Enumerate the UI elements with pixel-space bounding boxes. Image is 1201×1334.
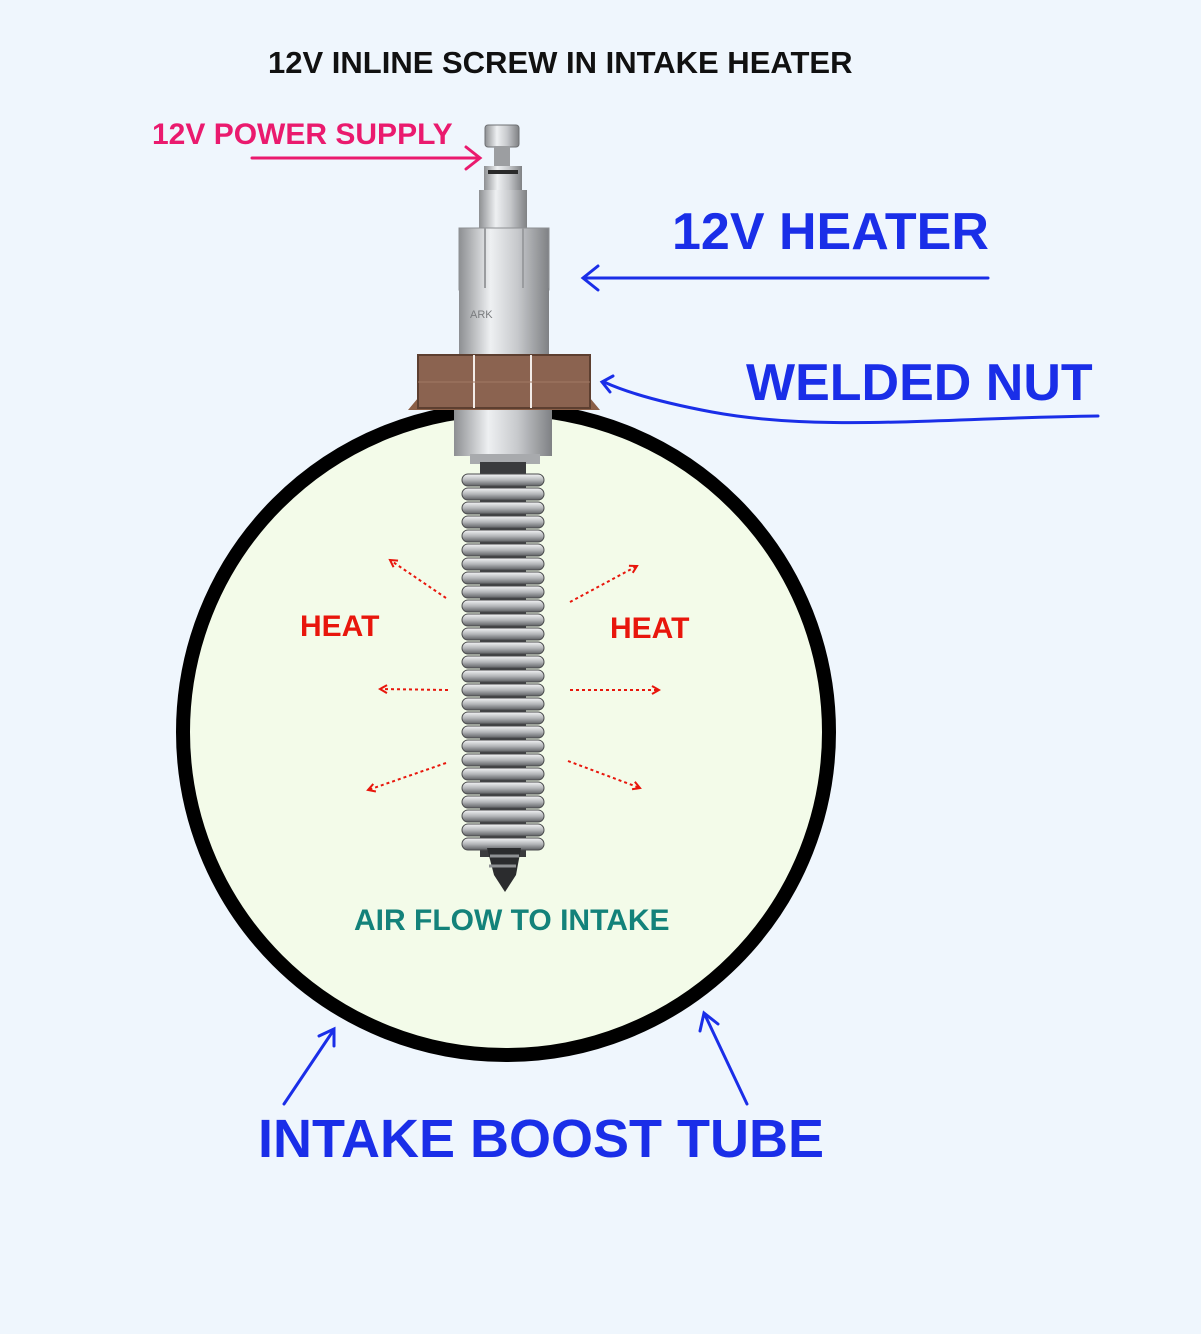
terminal-nut (484, 124, 520, 148)
welded-nut (408, 354, 600, 410)
coil-turn (461, 585, 545, 599)
heating-coil (461, 462, 545, 892)
terminal-stud (494, 146, 510, 168)
heat-label-right: HEAT (610, 612, 690, 645)
coil-turn (461, 795, 545, 809)
coil-turn (461, 655, 545, 669)
coil-turn (461, 473, 545, 487)
heat-arrow-upper-left (390, 560, 447, 599)
diagram-title: 12V INLINE SCREW IN INTAKE HEATER (268, 45, 853, 80)
coil-turn (461, 515, 545, 529)
heater-element: ARK (458, 124, 550, 356)
coil-turn (461, 809, 545, 823)
heat-arrow-lower-right (567, 760, 640, 788)
coil-turn (461, 683, 545, 697)
coil-turn (461, 571, 545, 585)
heat-arrow-upper-right (569, 566, 637, 603)
coil-turn (461, 557, 545, 571)
coil-turn (461, 641, 545, 655)
heater-hex-body (458, 227, 550, 291)
nut-callout-arrow (599, 374, 1100, 425)
heater-lower-shell (454, 410, 552, 456)
coil-turn (461, 501, 545, 515)
welded-nut-label: WELDED NUT (746, 354, 1093, 412)
coil-turn (461, 627, 545, 641)
heater-callout-arrow (580, 264, 990, 292)
heat-arrow-lower-left (368, 762, 447, 790)
coil-turn (461, 543, 545, 557)
coil-turn (461, 613, 545, 627)
coil-turn (461, 711, 545, 725)
coil-turn (461, 739, 545, 753)
heat-arrows (368, 560, 659, 790)
coil-turn (461, 823, 545, 837)
air-flow-label: AIR FLOW TO INTAKE (354, 904, 670, 937)
coil-turn (461, 697, 545, 711)
power-supply-arrow (250, 145, 483, 171)
heater-lower-body (459, 288, 549, 356)
svg-text:ARK: ARK (470, 309, 493, 321)
coil-turn (461, 767, 545, 781)
coil-turn (461, 781, 545, 795)
coil-turn (461, 669, 545, 683)
heater-label: 12V HEATER (672, 203, 989, 261)
heat-arrow-middle-left (380, 689, 449, 690)
tube-callout-arrows (282, 1010, 749, 1106)
heater-shaft (484, 166, 522, 192)
tube-arrow-left (282, 1029, 335, 1106)
heater-upper-shell (479, 190, 527, 230)
power-supply-label: 12V POWER SUPPLY (152, 118, 453, 151)
intake-tube-label: INTAKE BOOST TUBE (258, 1109, 824, 1169)
coil-turn (461, 725, 545, 739)
coil-turn (461, 529, 545, 543)
heat-label-left: HEAT (300, 610, 380, 643)
coil-turn (461, 753, 545, 767)
coil-turn (461, 487, 545, 501)
coil-turn (461, 599, 545, 613)
tube-arrow-right (703, 1013, 749, 1106)
